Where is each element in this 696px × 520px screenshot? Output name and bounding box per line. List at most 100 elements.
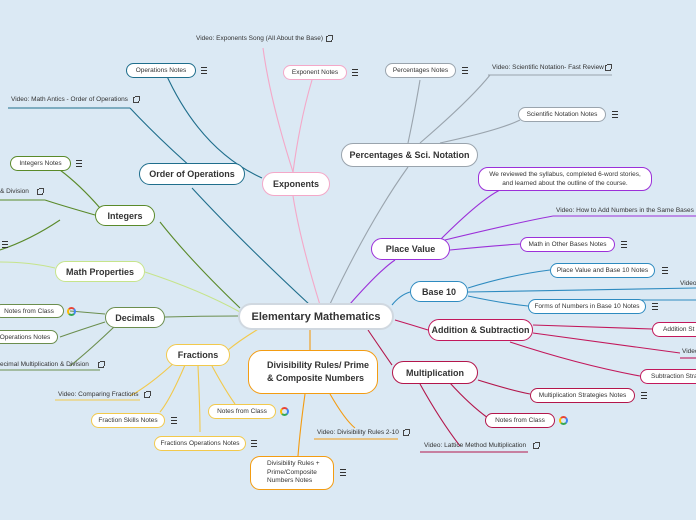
external-link-icon[interactable] [533,442,540,449]
link-mathprops-extra [0,261,56,269]
place-value-base10-notes-node[interactable]: Place Value and Base 10 Notes [550,263,655,278]
link-central-placevalue [349,259,396,305]
link-mult-class [449,382,489,419]
multiplication-class-notes-node[interactable]: Notes from Class [485,413,555,428]
subtraction-strategies-node[interactable]: Subtraction Stra [640,369,696,384]
branch-decimals[interactable]: Decimals [105,307,165,328]
addsub-video-link[interactable]: Video [682,348,696,355]
order-notes-node[interactable]: Operations Notes [126,63,196,78]
link-integers-extra [0,219,61,251]
notes-doc-icon[interactable] [662,267,668,274]
notes-doc-icon[interactable] [641,392,647,399]
external-link-icon[interactable] [37,188,44,195]
link-integers-division [44,199,96,216]
link-divisibility-notes [297,393,306,457]
notes-doc-icon[interactable] [2,241,8,248]
link-central-addsub [394,319,429,331]
notes-doc-icon[interactable] [76,160,82,167]
exponents-notes-node[interactable]: Exponent Notes [283,65,347,80]
lattice-method-video-link[interactable]: Video: Lattice Method Multiplication [424,442,527,449]
sci-notation-notes-node[interactable]: Scientific Notation Notes [518,107,606,122]
integers-notes-node[interactable]: Integers Notes [10,156,71,171]
link-placevalue-reviewed [439,189,501,241]
notes-doc-icon[interactable] [462,67,468,74]
placevalue-video-link[interactable]: Video: How to Add Numbers in the Same Ba… [556,207,694,214]
external-link-icon[interactable] [98,361,105,368]
fractions-operations-notes-node[interactable]: Fractions Operations Notes [154,436,246,451]
link-addsub-video [532,332,681,354]
link-decimals-mult [69,325,116,367]
notes-doc-icon[interactable] [171,417,177,424]
decimals-mult-link[interactable]: ecimal Multiplication & Division [0,361,89,368]
link-central-multiplication [367,329,393,366]
fractions-class-notes-node[interactable]: Notes from Class [208,404,276,419]
notes-doc-icon[interactable] [340,469,346,476]
link-central-integers [159,221,241,309]
branch-integers[interactable]: Integers [95,205,155,226]
notes-doc-icon[interactable] [612,111,618,118]
branch-percentages-sci-notation[interactable]: Percentages & Sci. Notation [341,143,478,167]
link-central-decimals [164,315,239,318]
link-fractions-class [211,365,236,405]
external-link-icon[interactable] [144,391,151,398]
google-icon[interactable] [280,407,289,416]
branch-multiplication[interactable]: Multiplication [392,361,478,384]
percentages-notes-node[interactable]: Percentages Notes [385,63,456,78]
link-exponents-video [262,47,294,173]
external-link-icon[interactable] [133,96,140,103]
notes-doc-icon[interactable] [352,69,358,76]
google-icon[interactable] [67,307,76,316]
link-central-fractions [227,327,261,351]
link-fractions-skills [159,364,186,413]
link-divisibility-video [329,393,356,429]
notes-doc-icon[interactable] [201,67,207,74]
multiplication-strategies-notes-node[interactable]: Multiplication Strategies Notes [530,388,635,403]
addition-strategies-node[interactable]: Addition St [652,322,696,337]
link-base10-pv [467,269,551,289]
fraction-skills-notes-node[interactable]: Fraction Skills Notes [91,413,165,428]
notes-doc-icon[interactable] [652,303,658,310]
link-placevalue-video [444,215,554,241]
decimals-class-notes-node[interactable]: Notes from Class [0,304,64,318]
branch-base-10[interactable]: Base 10 [410,281,468,302]
external-link-icon[interactable] [326,35,333,42]
link-mult-strategies [477,379,531,395]
link-percent-sci [439,119,521,144]
math-other-bases-notes-node[interactable]: Math in Other Bases Notes [520,237,615,252]
google-icon[interactable] [559,416,568,425]
link-mult-lattice [419,383,461,447]
link-base10-forms [467,295,529,307]
link-addsub-sub [509,341,641,377]
branch-fractions[interactable]: Fractions [166,344,230,366]
notes-doc-icon[interactable] [251,440,257,447]
integers-division-link[interactable]: & Division [0,188,29,195]
link-order-notes [164,71,263,179]
divisibility-video-link[interactable]: Video: Divisibility Rules 2-10 [317,429,399,436]
central-topic[interactable]: Elementary Mathematics [238,303,394,330]
branch-place-value[interactable]: Place Value [371,238,450,260]
divisibility-notes-node[interactable]: Divisibility Rules + Prime/Composite Num… [250,456,334,490]
branch-math-properties[interactable]: Math Properties [55,261,145,282]
percentages-video-link[interactable]: Video: Scientific Notation- Fast Review [492,64,604,71]
external-link-icon[interactable] [403,429,410,436]
link-central-base10 [391,291,411,306]
link-central-mathprops [144,271,241,313]
placevalue-reviewed-note[interactable]: We reviewed the syllabus, completed 6-wo… [478,167,652,191]
branch-addition-subtraction[interactable]: Addition & Subtraction [428,319,533,341]
order-video-link[interactable]: Video: Math Antics - Order of Operations [11,96,128,103]
base10-video-link[interactable]: Video [680,280,696,287]
link-central-order [191,187,311,306]
branch-divisibility[interactable]: Divisibility Rules/ Prime & Composite Nu… [248,350,378,394]
notes-doc-icon[interactable] [621,241,627,248]
exponents-video-link[interactable]: Video: Exponents Song (All About the Bas… [196,35,324,42]
link-placevalue-bases [449,243,521,251]
link-fractions-ops [197,365,201,433]
external-link-icon[interactable] [605,64,612,71]
decimals-operations-notes-node[interactable]: Operations Notes [0,330,58,344]
fractions-comparing-video[interactable]: Video: Comparing Fractions [58,391,139,398]
forms-of-numbers-notes-node[interactable]: Forms of Numbers in Base 10 Notes [528,299,646,314]
branch-exponents[interactable]: Exponents [262,172,330,196]
branch-order-of-operations[interactable]: Order of Operations [139,163,245,185]
link-exponents-notes [292,79,313,173]
